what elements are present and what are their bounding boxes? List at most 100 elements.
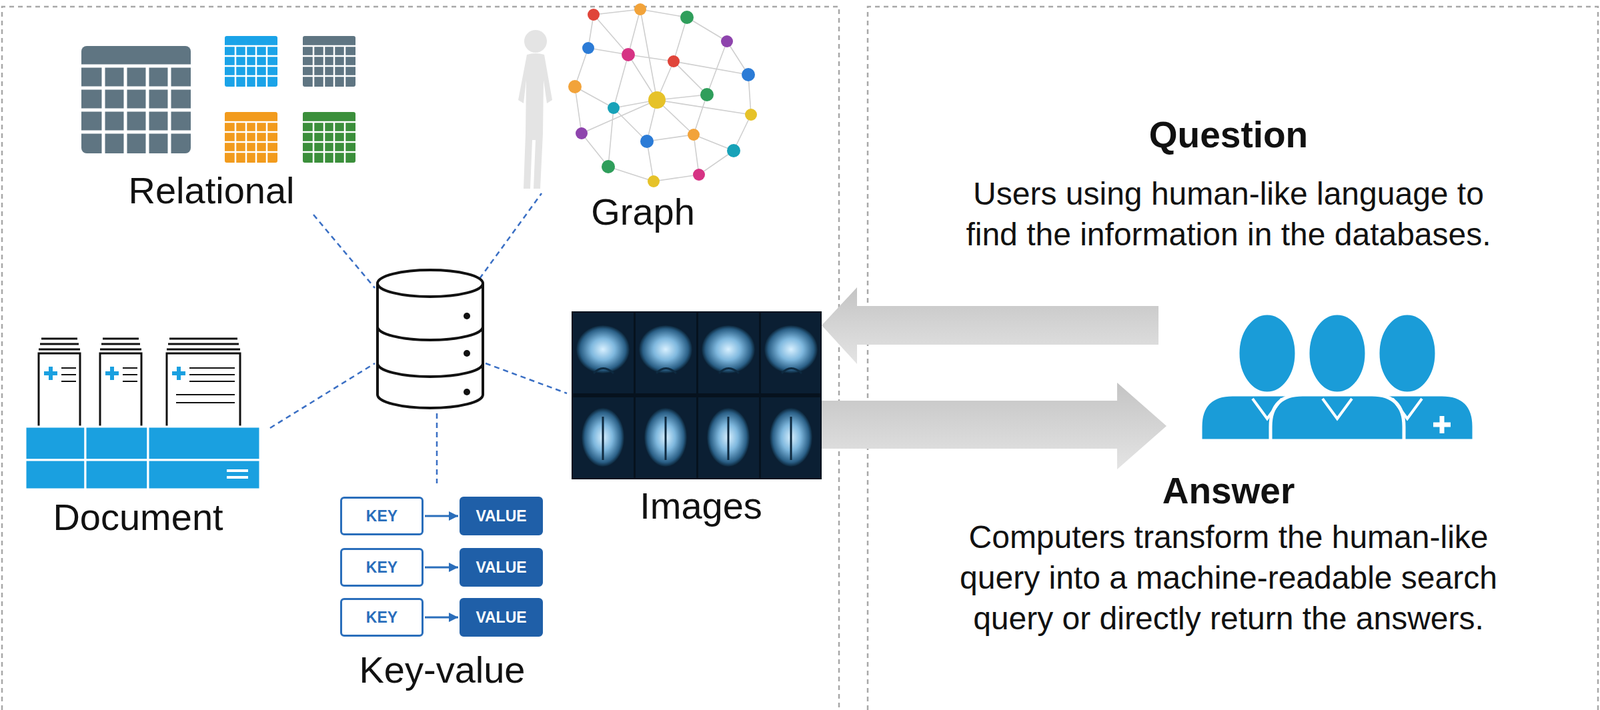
drawer <box>148 460 261 490</box>
drawer <box>25 426 86 461</box>
graph-network <box>518 3 757 189</box>
table-grid <box>302 46 356 87</box>
node-text: Relational <box>128 168 295 213</box>
graph-dot <box>667 55 680 68</box>
brain-scan <box>638 325 693 374</box>
node-text: VALUE <box>475 608 527 627</box>
heading-text: Question <box>950 112 1508 157</box>
node-text: Document <box>52 494 223 540</box>
brain-scan <box>764 325 818 374</box>
image-ground <box>571 311 822 480</box>
key-value-arrow <box>424 616 459 619</box>
table-body <box>224 36 278 87</box>
graph-dot <box>634 3 647 16</box>
table-icon <box>302 36 356 87</box>
mri-tile <box>760 312 821 394</box>
question-text: QuestionUsers using human-like language … <box>950 112 1508 255</box>
drawer <box>25 460 86 490</box>
person-collar <box>1252 398 1422 419</box>
value-box: VALUE <box>459 548 543 587</box>
mri-images <box>571 311 822 480</box>
graph-dot <box>692 168 705 181</box>
cylinder-top <box>377 270 483 297</box>
node-text: Key-value <box>333 647 551 693</box>
table-body <box>302 36 356 87</box>
icon-label: Document <box>52 494 223 540</box>
paper-stack <box>38 338 241 350</box>
node-text: KEY <box>366 608 398 627</box>
graph-dot <box>744 108 757 121</box>
graph-dot <box>601 160 615 174</box>
query-arrow <box>821 287 1159 365</box>
graph-dot <box>621 48 635 62</box>
drawer-handle <box>226 470 249 478</box>
paper <box>100 353 142 429</box>
graph-dot <box>607 102 620 115</box>
icon-label: Relational <box>128 168 295 213</box>
graph-dot <box>647 175 660 188</box>
graph-dot <box>726 144 741 158</box>
graph-dot <box>640 134 654 149</box>
heading-text: Answer <box>950 468 1508 513</box>
table-grid <box>224 46 278 87</box>
table-grid <box>81 66 191 154</box>
cylinder-body <box>377 283 483 409</box>
key-box: KEY <box>340 496 424 536</box>
value-box: VALUE <box>459 598 543 637</box>
dashed-link <box>436 413 439 484</box>
icon-label: Images <box>639 483 763 529</box>
key-value-arrow <box>424 515 459 518</box>
database-icon <box>377 270 483 409</box>
table-grid <box>302 122 356 163</box>
graph-dot <box>687 128 700 141</box>
cylinder-dot <box>463 350 471 357</box>
dashed-links <box>270 193 567 484</box>
table-body <box>302 112 356 163</box>
node-text: KEY <box>366 558 398 577</box>
mri-tile <box>635 312 697 394</box>
key-box: KEY <box>340 548 424 587</box>
graph-links <box>574 9 751 182</box>
dashed-link <box>270 363 375 429</box>
human-head <box>524 30 547 53</box>
human-silhouette <box>518 53 553 189</box>
key-value-group: Key-value KEY VALUE KEY VALUE KEY VALUE <box>333 490 551 693</box>
medical-cross <box>1433 416 1451 434</box>
table-icon <box>302 112 356 163</box>
table-body <box>81 46 191 154</box>
brain-scan <box>576 325 630 374</box>
graph-dot <box>700 88 714 102</box>
cylinder-bands <box>377 326 483 377</box>
node-text: KEY <box>366 507 398 526</box>
graph-dot <box>741 68 755 82</box>
mri-tile <box>698 312 759 394</box>
answer-text: AnswerComputers transform the human-like… <box>950 468 1508 639</box>
answer-arrow <box>821 382 1167 470</box>
drawer <box>85 460 149 490</box>
graph-dot <box>720 35 733 48</box>
paper <box>38 353 81 429</box>
body-text: Users using human-like language to find … <box>950 173 1508 255</box>
graph-dot <box>575 127 588 140</box>
people-icon <box>1200 313 1474 441</box>
table-grid <box>224 122 278 163</box>
drawer <box>85 426 149 461</box>
mri-tile <box>572 312 634 394</box>
node-text: Images <box>639 483 763 529</box>
dashed-link <box>485 363 567 394</box>
right-panel <box>867 6 1598 710</box>
key-value-arrow <box>424 566 459 569</box>
node-text: VALUE <box>475 507 527 526</box>
graph-dot <box>568 80 582 94</box>
table-icon <box>224 112 278 163</box>
graph-dot <box>648 91 666 109</box>
node-text: VALUE <box>475 558 527 577</box>
person-head <box>1237 313 1297 394</box>
graph-dot <box>680 10 694 25</box>
dashed-link <box>313 214 375 289</box>
dashed-link <box>479 193 542 279</box>
value-box: VALUE <box>459 496 543 536</box>
table-body <box>224 112 278 163</box>
table-icon <box>224 36 278 87</box>
person-head <box>1307 313 1367 394</box>
